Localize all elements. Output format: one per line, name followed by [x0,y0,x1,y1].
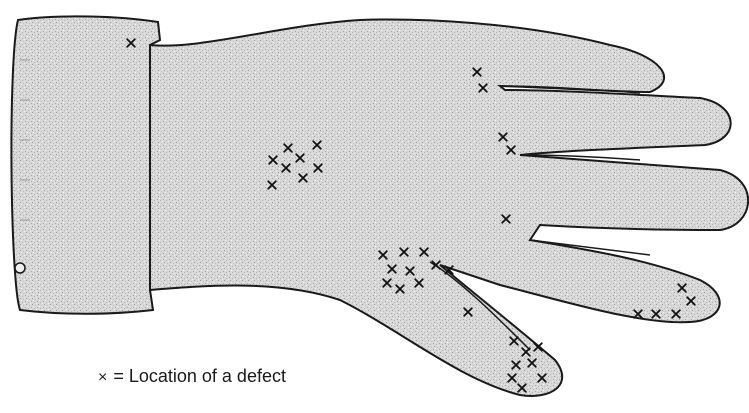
glove-cuff [11,16,160,313]
legend-label: = Location of a defect [113,366,286,386]
cuff-loop [15,263,25,273]
legend: × = Location of a defect [98,366,286,387]
legend-x-icon: × [98,369,107,386]
glove-hand-outline [150,20,748,396]
